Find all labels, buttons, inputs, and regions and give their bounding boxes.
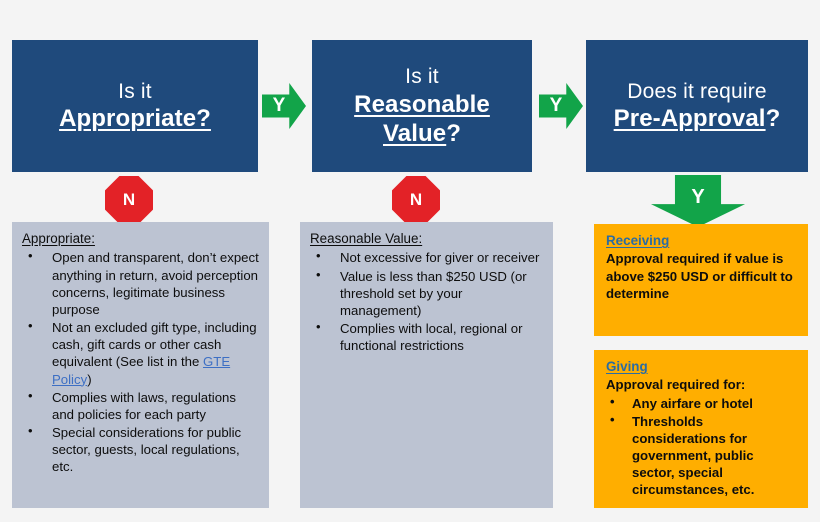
decision-box-pre-approval-line2: Pre-Approval? xyxy=(614,104,781,133)
yes-arrow-appropriate-to-reasonable[interactable]: Y xyxy=(262,82,306,130)
decision-box-appropriate-line1: Is it xyxy=(118,79,152,103)
decision-box-pre-approval-underlined: Pre-Approval xyxy=(613,105,766,133)
list-item: Not excessive for giver or receiver xyxy=(310,248,543,266)
list-item-text-before-link: Not an excluded gift type, including cas… xyxy=(52,320,257,370)
list-item: Complies with laws, regulations and poli… xyxy=(22,388,259,423)
decision-box-reasonable-value[interactable]: Is it Reasonable Value? xyxy=(312,40,532,172)
stop-octagon-icon xyxy=(105,176,153,224)
list-item-text-after-link: ) xyxy=(87,371,92,387)
panel-giving-list: Any airfare or hotel Thresholds consider… xyxy=(606,394,798,499)
decision-box-reasonable-value-line2: Reasonable xyxy=(354,90,490,119)
panel-giving-intro: Approval required for: xyxy=(606,377,746,393)
decision-box-pre-approval[interactable]: Does it require Pre-Approval? xyxy=(586,40,808,172)
stop-octagon-icon xyxy=(392,176,440,224)
decision-box-reasonable-value-underlined-2: Value xyxy=(383,119,447,147)
list-item: Open and transparent, don’t expect anyth… xyxy=(22,248,259,318)
decision-box-appropriate[interactable]: Is it Appropriate? xyxy=(12,40,258,172)
list-item: Any airfare or hotel xyxy=(606,394,798,412)
decision-box-reasonable-value-line3: Value? xyxy=(383,119,461,148)
panel-giving: Giving Approval required for: Any airfar… xyxy=(594,350,808,508)
panel-receiving-heading[interactable]: Receiving xyxy=(606,233,670,248)
yes-arrow-label: Y xyxy=(549,95,563,116)
decision-box-reasonable-value-underlined-1: Reasonable xyxy=(354,90,490,118)
panel-reasonable-value-list: Not excessive for giver or receiver Valu… xyxy=(310,248,543,354)
list-item: Complies with local, regional or functio… xyxy=(310,319,543,354)
yes-arrow-preapproval-down[interactable]: Y xyxy=(650,175,746,227)
no-octagon-reasonable-value[interactable]: N xyxy=(392,176,440,224)
panel-receiving-body: Approval required if value is above $250… xyxy=(606,251,793,301)
yes-arrow-label: Y xyxy=(272,95,286,116)
yes-arrow-label: Y xyxy=(691,185,705,208)
panel-reasonable-value: Reasonable Value: Not excessive for give… xyxy=(300,222,553,508)
decision-box-pre-approval-question-mark: ? xyxy=(765,105,781,133)
no-octagon-appropriate[interactable]: N xyxy=(105,176,153,224)
decision-box-reasonable-value-question-mark: ? xyxy=(446,119,461,147)
decision-box-reasonable-value-line1: Is it xyxy=(405,64,439,88)
list-item: Not an excluded gift type, including cas… xyxy=(22,318,259,388)
decision-box-appropriate-line2: Appropriate? xyxy=(59,104,211,133)
panel-appropriate-heading: Appropriate: xyxy=(22,231,95,246)
list-item: Thresholds considerations for government… xyxy=(606,412,798,499)
panel-appropriate-list: Open and transparent, don’t expect anyth… xyxy=(22,248,259,475)
decision-box-pre-approval-line1: Does it require xyxy=(627,79,767,103)
list-item: Value is less than $250 USD (or threshol… xyxy=(310,267,543,319)
decision-box-appropriate-underlined: Appropriate? xyxy=(59,105,211,133)
panel-appropriate: Appropriate: Open and transparent, don’t… xyxy=(12,222,269,508)
panel-receiving: Receiving Approval required if value is … xyxy=(594,224,808,336)
gte-policy-link[interactable]: GTE Policy xyxy=(52,354,231,387)
no-octagon-label: N xyxy=(122,190,136,209)
panel-reasonable-value-heading: Reasonable Value: xyxy=(310,231,423,246)
yes-arrow-reasonable-to-preapproval[interactable]: Y xyxy=(539,82,583,130)
list-item: Special considerations for public sector… xyxy=(22,423,259,475)
panel-giving-heading[interactable]: Giving xyxy=(606,359,648,374)
no-octagon-label: N xyxy=(409,190,423,209)
